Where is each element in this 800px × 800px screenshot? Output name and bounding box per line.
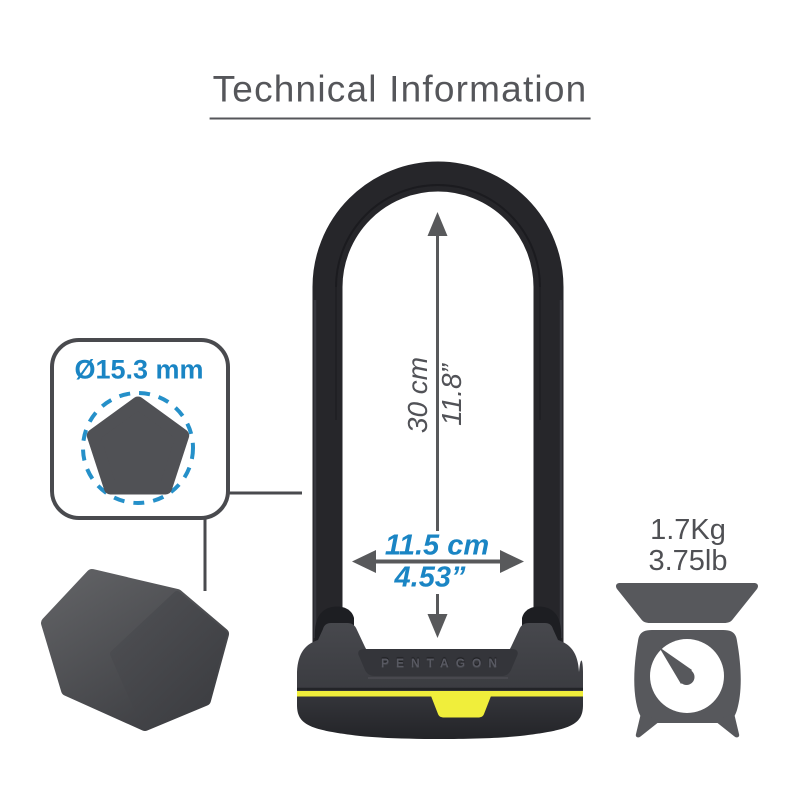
- callout-connector-lines: [203, 491, 302, 591]
- height-dimension-arrow: [427, 212, 448, 638]
- weighing-scale-icon: [616, 583, 758, 738]
- weight-imperial-label: 3.75lb: [648, 545, 728, 577]
- width-label-metric: 11.5 cm: [384, 529, 490, 562]
- weight-labels: 1.7Kg 3.75lb: [648, 515, 727, 577]
- width-label-imperial: 4.53”: [394, 561, 466, 594]
- shackle-diameter-label: Ø15.3 mm: [74, 354, 204, 385]
- pentagon-endcap-3d-icon: [41, 569, 229, 731]
- ulock-shackle: [312, 161, 564, 655]
- height-label-metric: 30 cm: [402, 356, 433, 434]
- diameter-dashed-circle: [81, 391, 195, 505]
- pentagon-cross-section-icon: [86, 396, 190, 495]
- page-title: Technical Information: [209, 69, 591, 120]
- width-dimension-arrow: [352, 550, 524, 573]
- weight-metric-label: 1.7Kg: [650, 514, 726, 546]
- brand-embossed-text: PENTAGON: [380, 656, 505, 670]
- ulock-body: [297, 606, 583, 739]
- yellow-band: [297, 691, 583, 697]
- height-label-imperial: 11.8”: [436, 364, 467, 426]
- yellow-keyhole-cover: [431, 696, 491, 718]
